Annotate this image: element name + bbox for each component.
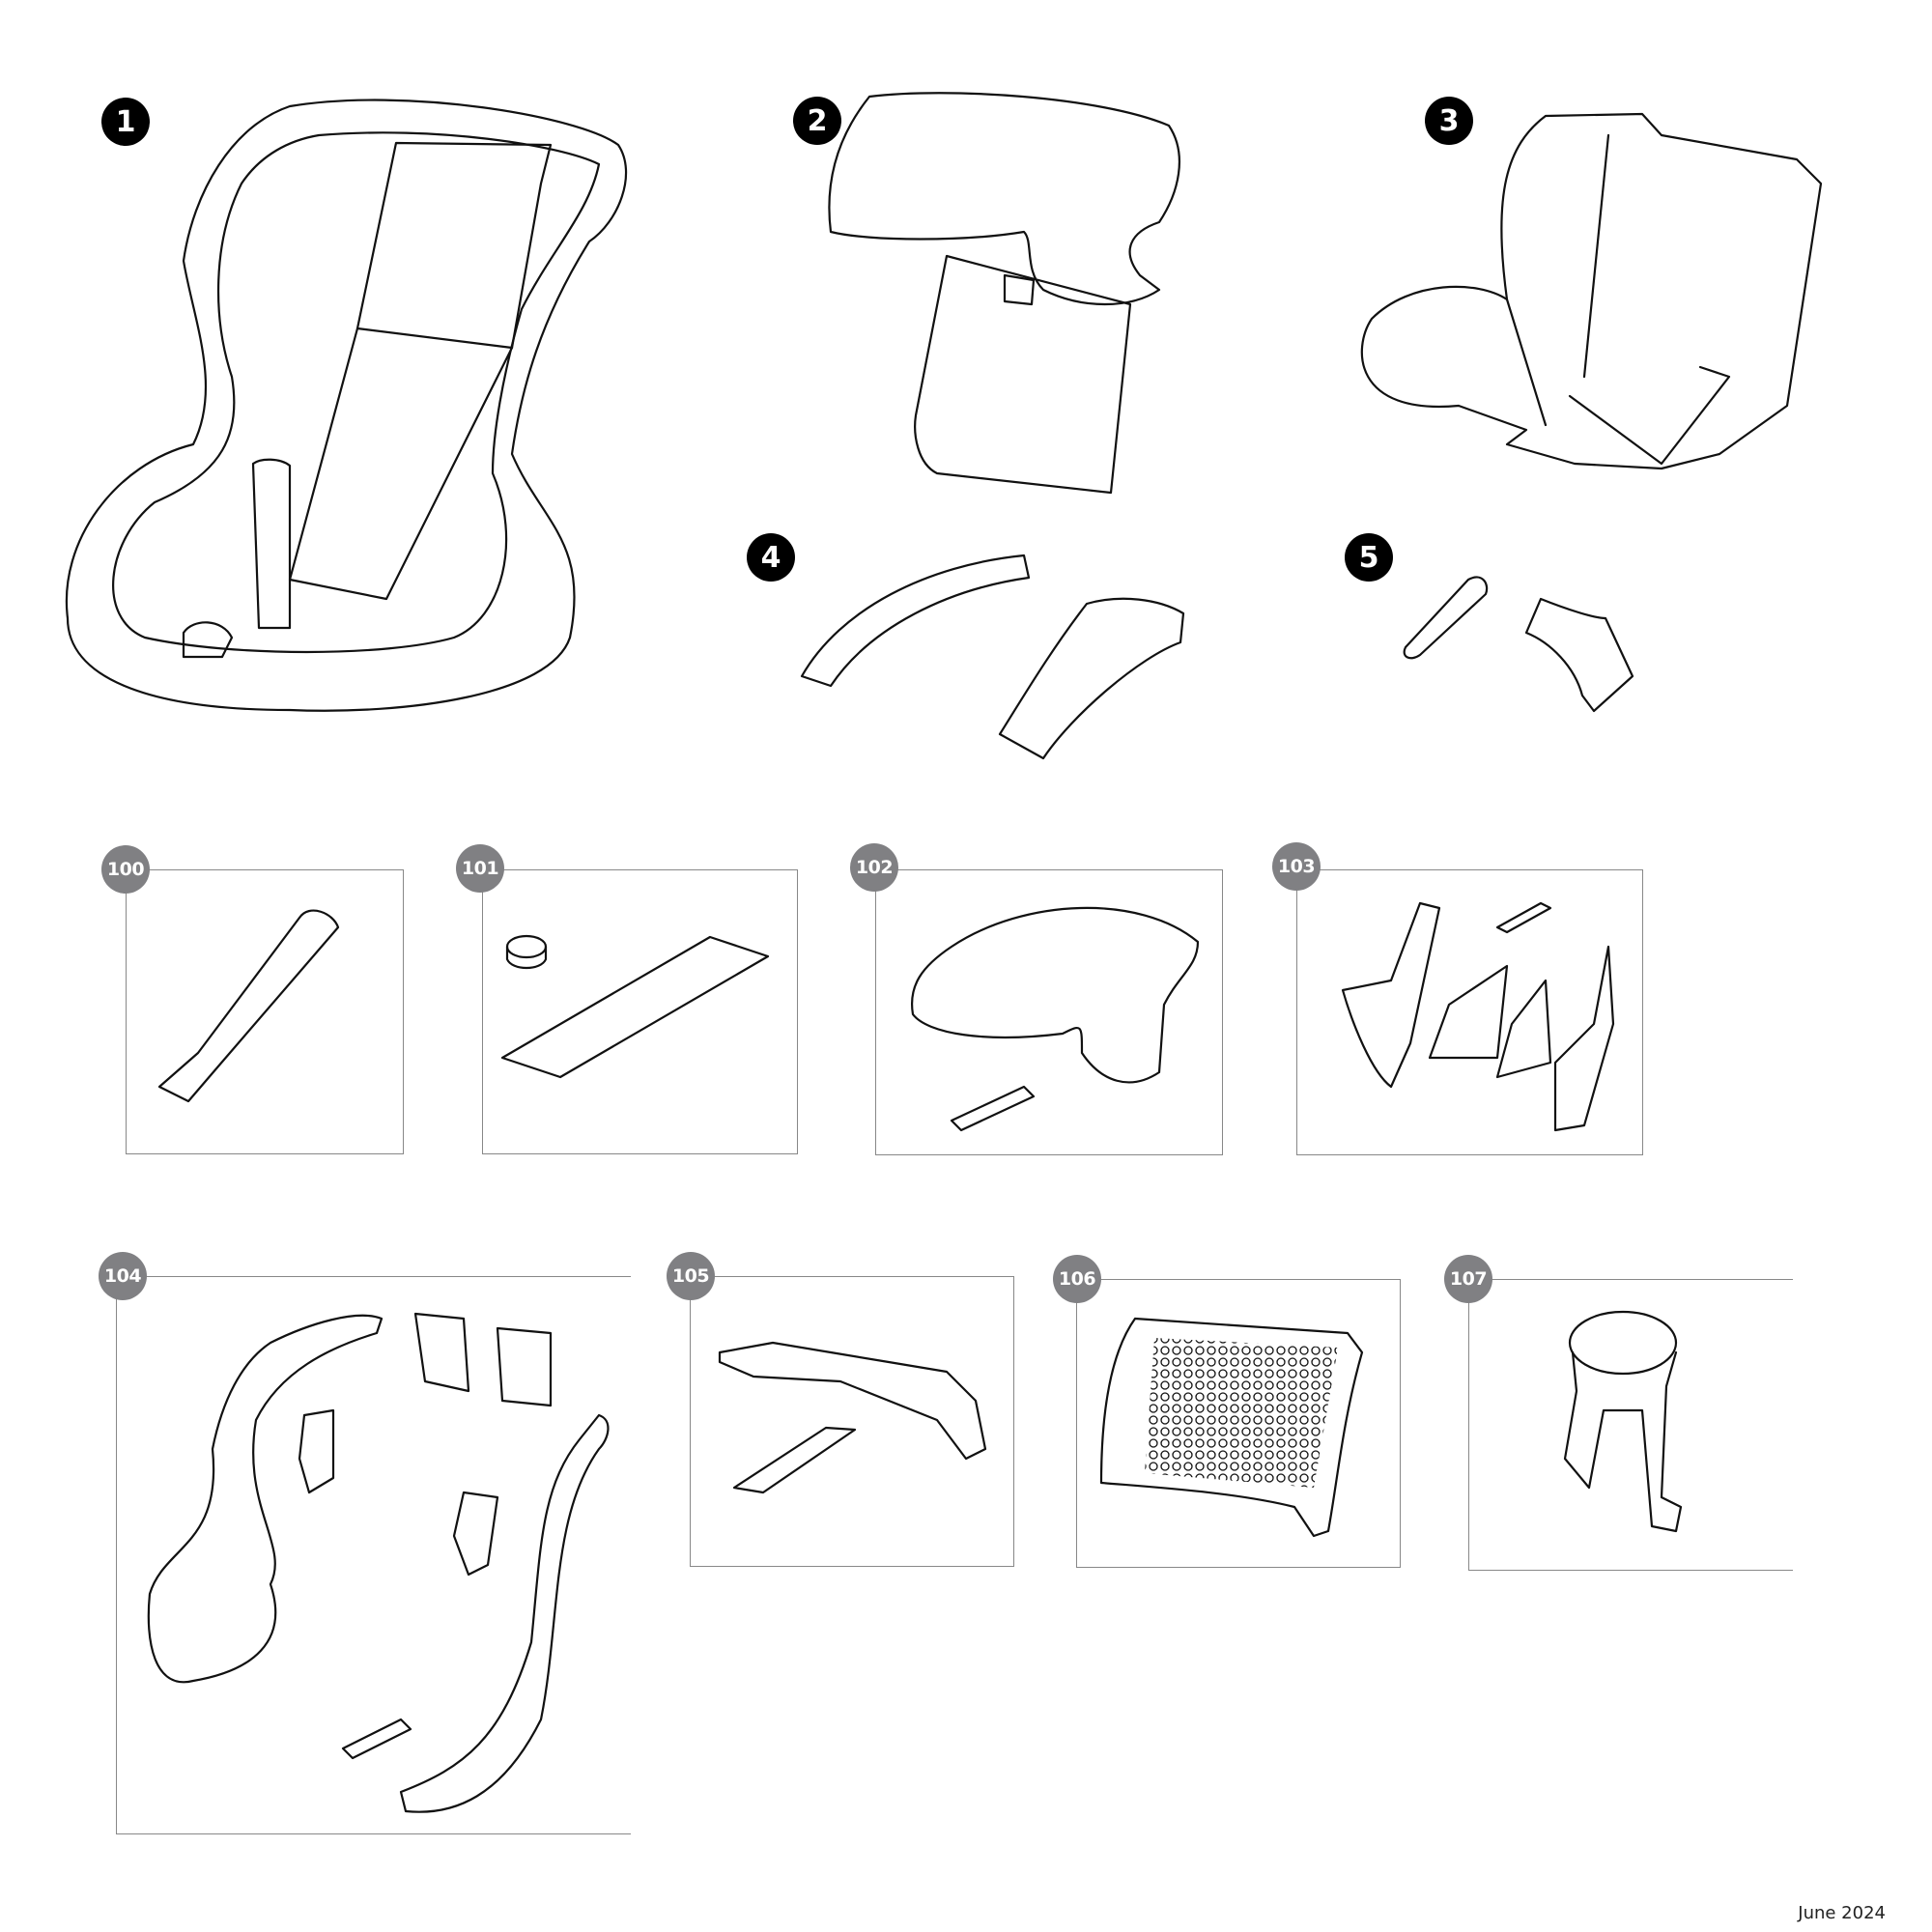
buckle-pads-drawing bbox=[1403, 576, 1634, 713]
part-badge-1: 1 bbox=[101, 98, 150, 146]
spare-part-frame-101 bbox=[482, 869, 798, 1154]
spare-badge-100: 100 bbox=[101, 845, 150, 894]
spare-part-frame-102 bbox=[875, 869, 1223, 1155]
spare-badge-104: 104 bbox=[99, 1252, 147, 1300]
part-badge-4: 4 bbox=[747, 533, 795, 582]
spare-badge-101: 101 bbox=[456, 844, 504, 893]
spare-part-frame-103 bbox=[1296, 869, 1643, 1155]
seat-cover-drawing bbox=[1360, 112, 1823, 470]
part-badge-3: 3 bbox=[1425, 97, 1473, 145]
headrest-cover-drawing bbox=[828, 92, 1180, 495]
spare-badge-105: 105 bbox=[667, 1252, 715, 1300]
part-100-drawing bbox=[157, 909, 340, 1103]
spare-part-frame-100 bbox=[126, 869, 404, 1154]
part-102-drawing bbox=[910, 906, 1200, 1132]
spare-badge-106: 106 bbox=[1053, 1255, 1101, 1303]
spare-part-frame-104 bbox=[116, 1276, 631, 1834]
spare-part-frame-106 bbox=[1076, 1279, 1401, 1568]
part-badge-5: 5 bbox=[1345, 533, 1393, 582]
spare-badge-103: 103 bbox=[1272, 842, 1321, 891]
spare-part-frame-107 bbox=[1468, 1279, 1793, 1571]
spare-part-frame-105 bbox=[690, 1276, 1014, 1567]
shoulder-pads-drawing bbox=[800, 554, 1185, 760]
spare-badge-102: 102 bbox=[850, 843, 898, 892]
document-date: June 2024 bbox=[1798, 1903, 1886, 1923]
part-104-drawing bbox=[147, 1312, 610, 1813]
part-101-drawing bbox=[500, 934, 770, 1079]
part-106-drawing bbox=[1099, 1317, 1364, 1538]
spare-badge-107: 107 bbox=[1444, 1255, 1492, 1303]
part-105-drawing bbox=[718, 1341, 987, 1494]
seat-shell-drawing bbox=[65, 99, 628, 712]
part-107-drawing bbox=[1563, 1310, 1683, 1533]
part-103-drawing bbox=[1341, 901, 1615, 1132]
part-badge-2: 2 bbox=[793, 97, 841, 145]
